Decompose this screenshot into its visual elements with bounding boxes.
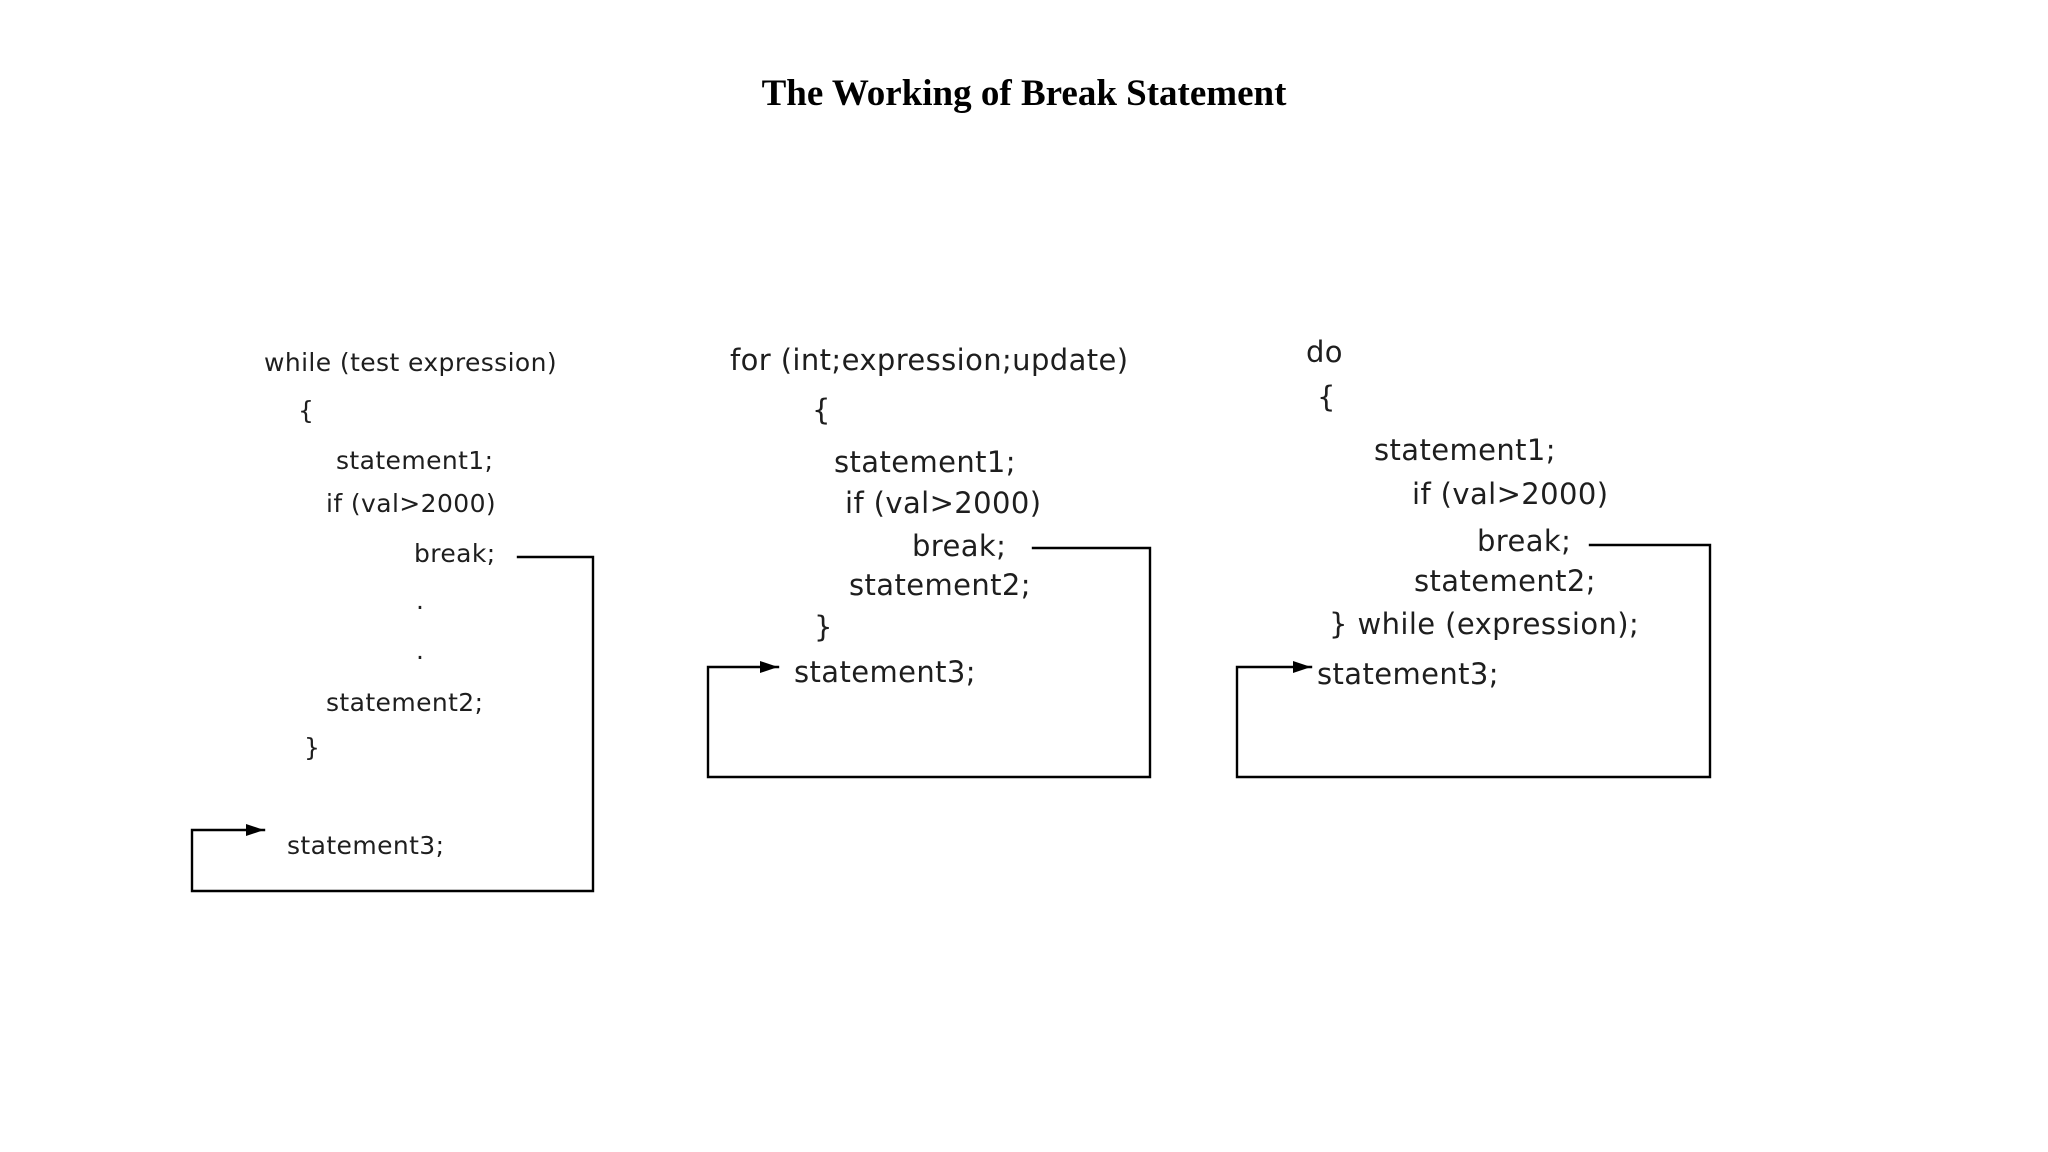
code-line-statement1: statement1;	[336, 446, 494, 475]
code-line-close-brace: }	[304, 733, 321, 762]
code-line-statement2: statement2;	[1414, 564, 1596, 598]
code-line-open-brace: {	[1317, 380, 1336, 414]
code-line-statement3: statement3;	[287, 831, 445, 860]
code-line-statement3: statement3;	[1317, 657, 1499, 691]
code-line-while-header: while (test expression)	[264, 348, 558, 377]
code-line-break: break;	[1477, 524, 1572, 558]
code-line-while-condition: } while (expression);	[1329, 607, 1640, 641]
code-line-statement2: statement2;	[849, 568, 1031, 602]
code-line-close-brace: }	[814, 610, 833, 644]
code-line-statement2: statement2;	[326, 688, 484, 717]
page-title: The Working of Break Statement	[761, 73, 1287, 114]
code-line-ellipsis-dot: .	[416, 636, 425, 665]
code-line-for-header: for (int;expression;update)	[730, 343, 1129, 377]
code-line-break: break;	[912, 529, 1007, 563]
code-line-if-condition: if (val>2000)	[1412, 477, 1609, 511]
code-line-statement1: statement1;	[1374, 433, 1556, 467]
code-line-statement3: statement3;	[794, 655, 976, 689]
code-line-if-condition: if (val>2000)	[845, 486, 1042, 520]
code-line-ellipsis-dot: .	[416, 586, 425, 615]
code-line-statement1: statement1;	[834, 445, 1016, 479]
code-line-if-condition: if (val>2000)	[326, 489, 497, 518]
code-line-do-header: do	[1306, 335, 1343, 369]
code-line-break: break;	[414, 539, 496, 568]
code-line-open-brace: {	[298, 396, 315, 425]
code-line-open-brace: {	[812, 393, 831, 427]
